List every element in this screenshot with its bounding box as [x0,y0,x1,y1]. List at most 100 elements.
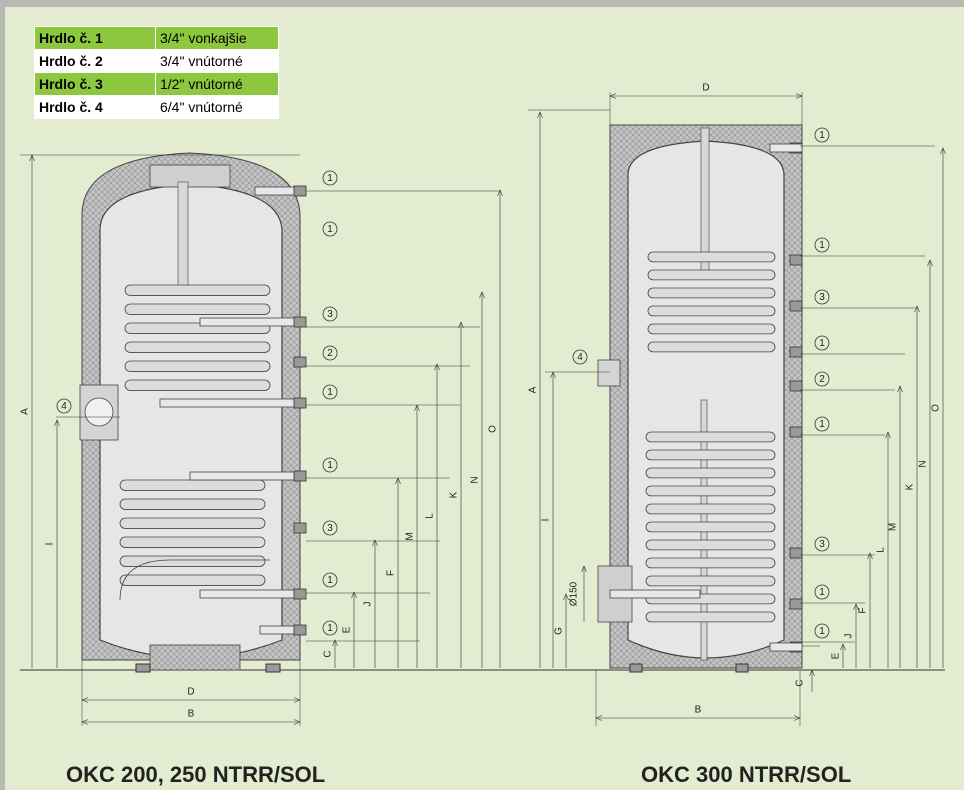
pipe [199,589,301,599]
dimension-label: B [188,709,195,720]
right-tank-caption: OKC 300 NTRR/SOL [641,762,852,787]
dimension-arrow [332,639,338,647]
pipe [254,186,301,196]
connection-stub [789,346,803,358]
coil-turn [119,555,266,567]
callout-circle [572,349,588,365]
connection-stub [293,356,307,368]
pipe [769,642,803,652]
callout-number: 3 [819,539,825,550]
dimension-label: K [449,491,460,498]
coil-turn [124,360,271,372]
coil-turn [119,498,266,510]
coil-turn [119,536,266,548]
coil-turn [124,379,271,391]
coil-turn [647,251,776,263]
legend-row: Hrdlo č. 3 1/2" vnútorné [34,72,279,96]
dimension-arrow [885,431,891,439]
dimension-label: D [702,83,709,94]
connection-stub [789,380,803,392]
connection-stub [293,624,307,636]
dimension-arrow [414,404,420,412]
dimension-label: E [342,626,353,633]
callout-circle [322,520,338,536]
pipe [609,589,701,599]
callout-number: 1 [327,387,333,398]
coil-turn [647,305,776,317]
legend-row: Hrdlo č. 2 3/4" vnútorné [34,49,279,73]
callout-number: 1 [819,130,825,141]
callout-circle [814,127,830,143]
connection-stub [789,300,803,312]
dimension-arrow [81,697,89,703]
dimension-label: C [323,650,334,657]
dimension-arrow [497,189,503,197]
callout-circle [814,584,830,600]
coil-turn [647,341,776,353]
dimension-label: A [20,408,31,415]
legend-row: Hrdlo č. 1 3/4" vonkajšie [34,26,279,50]
coil-lead [119,559,270,601]
callout-number: 3 [327,309,333,320]
callout-number: 1 [819,587,825,598]
dimension-label: N [470,476,481,483]
inspection-opening [84,397,114,427]
bottom-insulation [149,644,241,671]
dimension-label: B [695,705,702,716]
coil-turn [645,539,776,551]
dimension-arrow [867,552,873,560]
dimension-arrow [372,539,378,547]
coil-turn [124,284,271,296]
connection-stub [789,547,803,559]
coil-turn [647,287,776,299]
connection-stub [789,426,803,438]
dimension-label: O [488,425,499,433]
dimension-label: A [528,386,539,393]
dimension-label: M [405,532,416,540]
pipe [199,317,301,327]
side-opening [597,359,621,387]
coil-turn [645,611,776,623]
legend-key: Hrdlo č. 4 [34,95,156,119]
coil-turn [645,467,776,479]
dimension-arrow [550,371,556,379]
dimension-label: I [45,543,56,546]
coil-turn [124,303,271,315]
callout-number: 1 [327,460,333,471]
callout-circle [814,237,830,253]
inner-vessel [99,183,283,659]
dimension-arrow [927,259,933,267]
callout-circle [814,371,830,387]
connection-stub [293,397,307,409]
callout-circle [322,306,338,322]
callout-circle [814,416,830,432]
dimension-arrow [914,305,920,313]
coil-turn [124,341,271,353]
dimension-arrow [54,419,60,427]
connection-stub [293,588,307,600]
callout-circle [814,289,830,305]
legend-key: Hrdlo č. 3 [34,72,156,96]
callout-number: 4 [61,401,67,412]
callout-circle [322,384,338,400]
dimension-arrow [81,719,89,725]
callout-circle [56,398,72,414]
dimension-arrow [809,669,815,677]
dimension-arrow [479,291,485,299]
dimension-label: L [876,547,887,553]
coil-turn [647,323,776,335]
coil-turn [119,574,266,586]
callout-number: 1 [327,623,333,634]
dimension-label: G [554,627,565,635]
dimension-label: Ø150 [569,581,580,606]
dimension-label: D [187,687,194,698]
dimension-arrow [609,93,617,99]
dimension-label: I [541,519,552,522]
dimension-label: E [831,652,842,659]
callout-number: 3 [327,523,333,534]
callout-number: 4 [577,352,583,363]
coil-turn [645,449,776,461]
